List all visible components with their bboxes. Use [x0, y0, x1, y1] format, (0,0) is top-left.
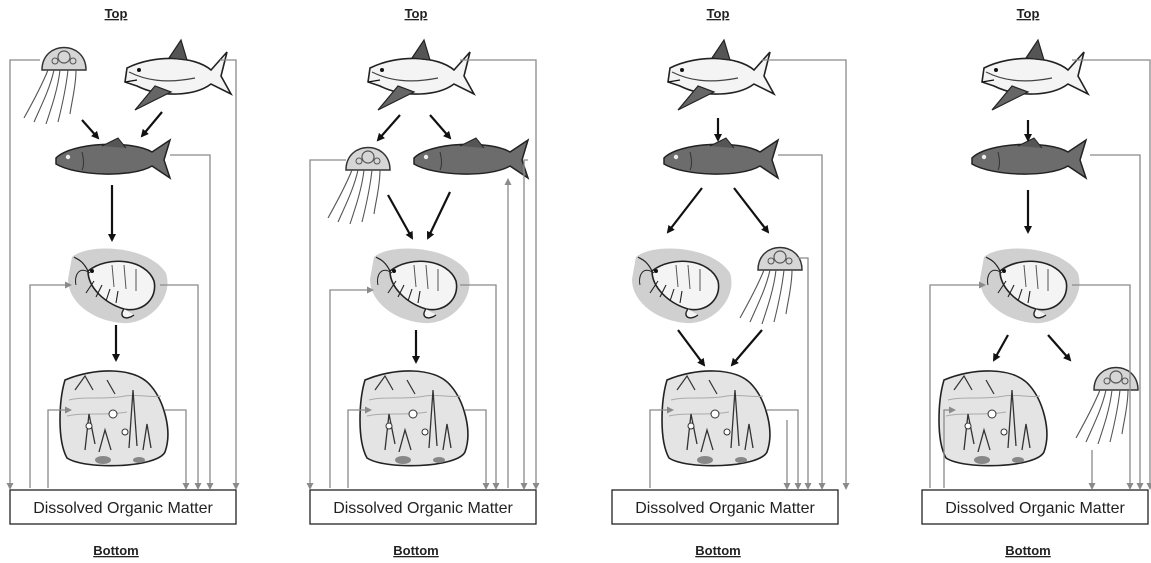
feeding-arrow	[994, 335, 1008, 360]
dom-flow-arrow	[310, 160, 346, 488]
phytoplankton-icon	[60, 371, 168, 466]
top-label: Top	[1017, 6, 1040, 21]
dom-flow-arrow	[1090, 155, 1140, 488]
feeding-arrow	[428, 192, 450, 238]
feeding-arrow	[1048, 335, 1070, 360]
top-label: Top	[405, 6, 428, 21]
shrimp-icon	[632, 249, 731, 324]
top-label: Top	[105, 6, 128, 21]
bottom-label: Bottom	[1005, 543, 1051, 558]
fish-icon	[972, 138, 1086, 178]
bottom-label: Bottom	[695, 543, 741, 558]
shrimp-icon	[68, 249, 167, 324]
feeding-arrow	[678, 330, 704, 365]
shark-icon	[668, 40, 774, 110]
dom-flow-arrow	[762, 60, 846, 488]
dom-flow-arrow	[767, 410, 798, 488]
dom-flow-arrow	[170, 155, 210, 488]
phytoplankton-icon	[662, 371, 770, 466]
bottom-label: Bottom	[93, 543, 139, 558]
top-label: Top	[707, 6, 730, 21]
jellyfish-icon	[740, 248, 802, 325]
feeding-arrow	[430, 115, 450, 138]
dom-flow-arrow	[465, 410, 486, 488]
feeding-arrow	[734, 188, 768, 232]
feeding-arrow	[82, 120, 98, 138]
feeding-arrow	[388, 195, 412, 238]
shark-icon	[368, 40, 474, 110]
shark-icon	[982, 40, 1088, 110]
dom-label: Dissolved Organic Matter	[635, 500, 815, 517]
jellyfish-icon	[1076, 368, 1138, 445]
feeding-arrow	[732, 330, 762, 365]
shrimp-icon	[980, 249, 1079, 324]
bottom-label: Bottom	[393, 543, 439, 558]
dom-label: Dissolved Organic Matter	[333, 500, 513, 517]
dom-flow-arrow	[460, 285, 496, 488]
fish-icon	[414, 138, 528, 178]
jellyfish-icon	[24, 48, 86, 125]
dom-flow-arrow	[524, 160, 528, 488]
dom-flow-arrow	[778, 155, 822, 488]
dom-flow-arrow	[165, 410, 186, 488]
dom-flow-arrow	[220, 60, 236, 488]
feeding-arrow	[668, 188, 702, 232]
shark-icon	[125, 40, 231, 110]
jellyfish-icon	[328, 148, 390, 225]
feeding-arrow	[142, 112, 162, 136]
feeding-arrow	[378, 115, 400, 140]
shrimp-icon	[370, 249, 469, 324]
phytoplankton-icon	[360, 371, 468, 466]
phytoplankton-icon	[939, 371, 1047, 466]
fish-icon	[56, 138, 170, 178]
dom-flow-arrow	[10, 60, 40, 488]
dom-flow-arrow	[160, 285, 198, 488]
fish-icon	[664, 138, 778, 178]
dom-label: Dissolved Organic Matter	[33, 500, 213, 517]
dom-label: Dissolved Organic Matter	[945, 500, 1125, 517]
dom-flow-arrow	[798, 258, 808, 488]
